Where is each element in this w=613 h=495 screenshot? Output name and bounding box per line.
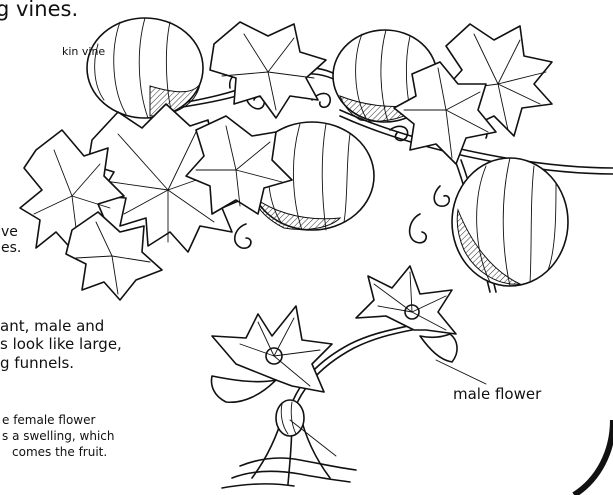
title-fragment: g vines.: [0, 0, 78, 22]
leaves-label-line-1: ve: [1, 224, 18, 241]
flowers-text-line-2: s look like large,: [0, 336, 122, 354]
female-flower-text-line-3: comes the fruit.: [12, 445, 107, 459]
leaves-label-line-2: es.: [1, 240, 21, 257]
page-corner-border: [574, 420, 613, 495]
male-flower: [356, 266, 457, 362]
flowers-text-line-1: ant, male and: [0, 318, 104, 336]
leaf-top-center: [210, 22, 326, 118]
male-flower-leader-line: [436, 360, 486, 384]
male-flower-label: male flower: [453, 386, 541, 404]
female-flower-text-line-2: s a swelling, which: [2, 429, 115, 443]
female-flower: [212, 306, 332, 436]
vine-label-fragment: kin vine: [62, 46, 105, 59]
pumpkin-top-left: [87, 18, 203, 118]
flowers-text-line-3: g funnels.: [0, 355, 74, 373]
pumpkin-right: [452, 158, 568, 286]
female-flower-text-line-1: e female flower: [2, 413, 95, 427]
